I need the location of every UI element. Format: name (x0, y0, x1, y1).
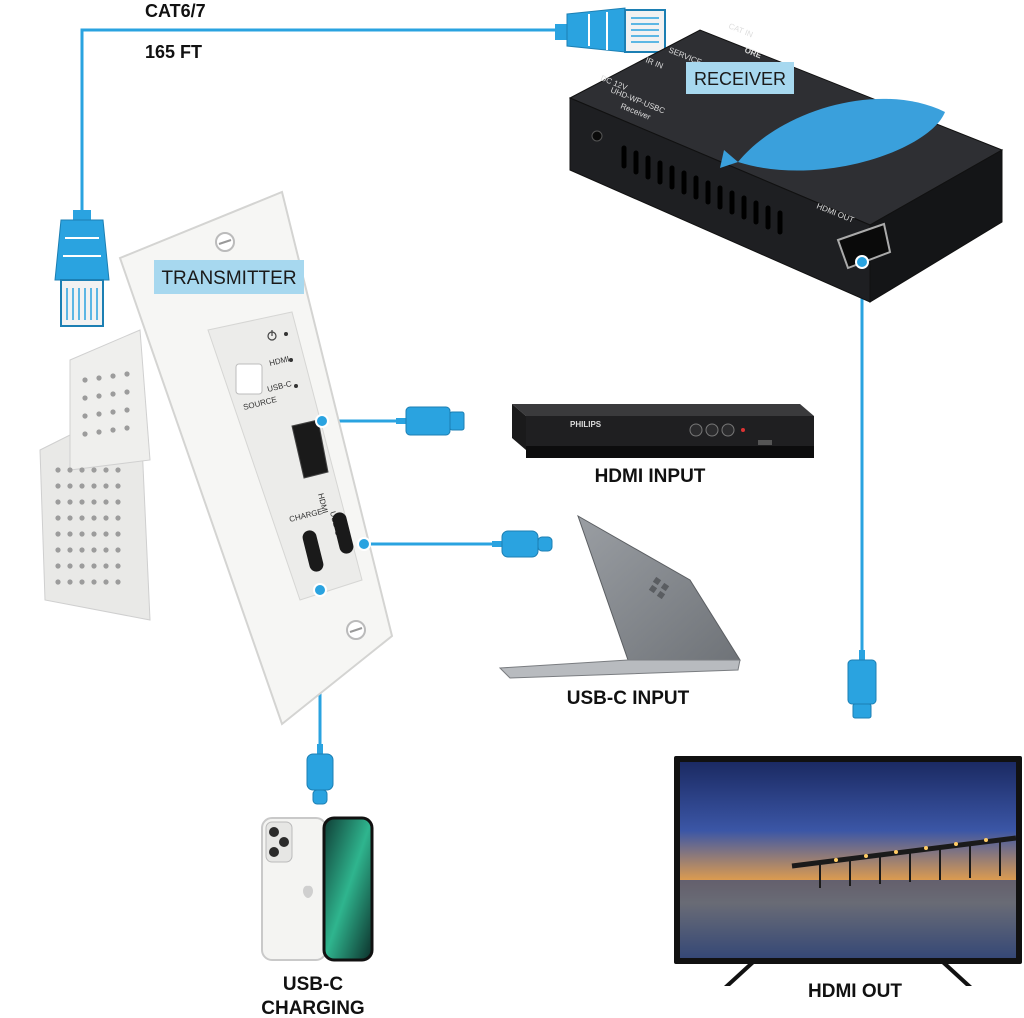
receiver-label: RECEIVER (694, 69, 786, 89)
cable-type-label: CAT6/7 (145, 1, 206, 21)
transmitter-charge-port[interactable] (301, 529, 325, 573)
receiver-vents (621, 145, 783, 235)
usbc-input-label: USB-C INPUT (567, 688, 690, 709)
smartphone (261, 816, 374, 962)
rj45-connector-icon (54, 210, 110, 327)
transmitter-label: TRANSMITTER (161, 268, 296, 289)
transmitter-usbc-port[interactable] (331, 511, 355, 555)
receiver-cat-label: CAT IN (727, 22, 754, 40)
hdmi-out-label: HDMI OUT (808, 981, 902, 1002)
transmitter-label-bg (154, 260, 304, 294)
rj45-connector-icon (555, 7, 666, 53)
transmitter-hdmi-port[interactable] (291, 419, 329, 479)
bluray-player: PHILIPS (512, 404, 814, 458)
hdmi-input-label: HDMI INPUT (595, 466, 706, 487)
hdmi-connector-icon (847, 649, 877, 719)
cable-cat6 (80, 28, 565, 210)
receiver-hdmi-port[interactable] (836, 222, 892, 270)
windows-logo-icon (648, 576, 670, 600)
usbc-charging-label-line2: CHARGING (261, 998, 364, 1018)
source-button[interactable] (235, 363, 263, 395)
usbc-connector-icon (491, 530, 553, 558)
vent-holes (55, 371, 130, 585)
receiver-label-bg (686, 62, 794, 94)
laptop (498, 514, 741, 679)
power-icon (267, 330, 277, 341)
usbc-charging-label-line1: USB-C (283, 974, 343, 995)
bluray-brand: PHILIPS (570, 420, 602, 429)
cable-length-label: 165 FT (145, 42, 202, 62)
hdmi-connector-icon (395, 406, 465, 436)
television (674, 756, 1022, 986)
hdmi-led (289, 358, 293, 362)
power-led (284, 332, 288, 336)
receiver-box: UHD-WP-USBC Receiver DC 12V IR IN SERVIC… (568, 22, 1004, 303)
transmitter-wall-plate: HDMI USB-C SOURCE HDMI CHARGE USB-C (39, 190, 394, 726)
usbc-connector-icon (306, 743, 334, 805)
usbc-led (294, 384, 298, 388)
